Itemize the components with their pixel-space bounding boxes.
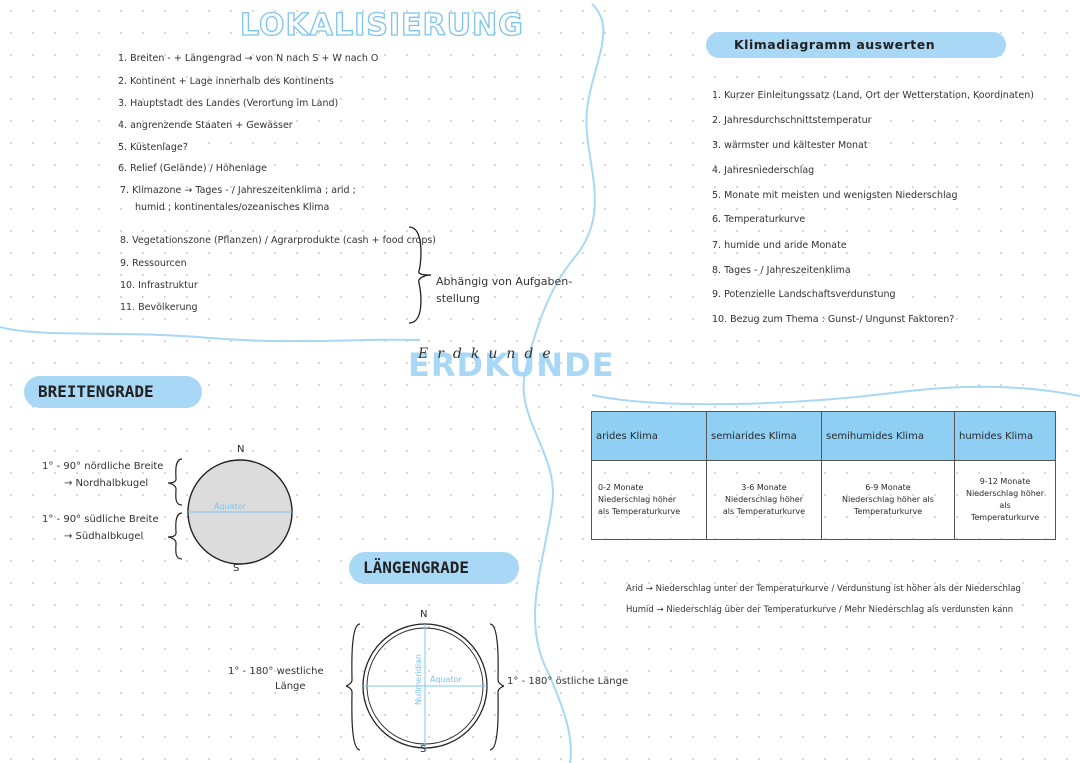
globe-latitude-icon — [187, 459, 293, 565]
klima-cell-arid-line1: 0-2 Monate — [598, 483, 644, 492]
lokalisierung-item-4: 4. angrenzende Staaten + Gewässer — [118, 120, 293, 131]
klima-item-2: 2. Jahresdurchschnittstemperatur — [712, 115, 872, 126]
klima-item-10: 10. Bezug zum Thema : Gunst-/ Ungunst Fa… — [712, 314, 955, 325]
breitengrade-title: BREITENGRADE — [38, 382, 154, 401]
center-script-word: Erdkunde — [418, 346, 560, 362]
klimadiagramm-title: Klimadiagramm auswerten — [734, 37, 936, 52]
klima-item-5: 5. Monate mit meisten und wenigsten Nied… — [712, 190, 958, 201]
lokalisierung-item-3: 3. Hauptstadt des Landes (Verortung im L… — [118, 98, 339, 109]
klima-cell-semiarid-line1: 3-6 Monate — [741, 483, 787, 492]
lokalisierung-item-2: 2. Kontinent + Lage innerhalb des Kontin… — [118, 76, 334, 87]
klima-cell-semiarid-line3: als Temperaturkurve — [722, 507, 806, 516]
klima-item-7: 7. humide und aride Monate — [712, 240, 847, 251]
lokalisierung-item-10: 10. Infrastruktur — [120, 280, 198, 291]
lokalisierung-item-9: 9. Ressourcen — [120, 258, 187, 269]
laengen-meridian-label: Nullmeridian — [414, 654, 423, 705]
laengengrade-title: LÄNGENGRADE — [363, 558, 469, 577]
brace-note-line1: Abhängig von Aufgaben- — [436, 275, 573, 288]
klima-cell-semihumid-line3: Temperaturkurve — [853, 507, 923, 516]
laengen-n-label: N — [420, 609, 428, 620]
laengen-east: 1° - 180° östliche Länge — [507, 676, 629, 687]
klima-item-8: 8. Tages - / Jahreszeitenklima — [712, 265, 851, 276]
laengen-west-line2: Länge — [275, 681, 306, 692]
breitengrade-title-pill: BREITENGRADE — [24, 376, 202, 408]
lokalisierung-item-6: 6. Relief (Gelände) / Höhenlage — [118, 163, 267, 174]
breiten-north-line1: 1° - 90° nördliche Breite — [42, 461, 164, 472]
klima-cell-arid-line3: als Temperaturkurve — [598, 507, 681, 516]
klima-cell-arid: 0-2 Monate Niederschlag höher als Temper… — [591, 460, 707, 540]
klima-table-row: 0-2 Monate Niederschlag höher als Temper… — [591, 460, 1056, 540]
klima-cell-semihumid-line2: Niederschlag höher als — [842, 495, 934, 504]
braces-icon — [168, 458, 183, 560]
klima-header-arid: arides Klima — [591, 411, 707, 461]
klima-item-6: 6. Temperaturkurve — [712, 214, 806, 225]
lokalisierung-item-7-cont: humid ; kontinentales/ozeanisches Klima — [135, 202, 330, 213]
definition-humid: Humid → Niederschlag über der Temperatur… — [626, 605, 1014, 615]
breiten-s-label: S — [233, 563, 240, 574]
klima-header-humid: humides Klima — [954, 411, 1056, 461]
center-title: ERDKUNDE — [408, 346, 615, 384]
klima-cell-semihumid-line1: 6-9 Monate — [865, 483, 911, 492]
klima-cell-semiarid: 3-6 Monate Niederschlag höher als Temper… — [706, 460, 822, 540]
lokalisierung-item-11: 11. Bevölkerung — [120, 302, 198, 313]
laengen-equator-label: Äquator — [430, 675, 462, 684]
klima-cell-humid-line1: 9-12 Monate — [979, 477, 1031, 486]
klima-cell-arid-line2: Niederschlag höher — [598, 495, 677, 504]
laengen-s-label: S — [420, 744, 427, 755]
klima-header-semihumid: semihumides Klima — [821, 411, 955, 461]
klima-cell-humid-line2: Niederschlag höher als — [965, 489, 1045, 510]
brace-note-line2: stellung — [436, 292, 480, 305]
klima-item-4: 4. Jahresniederschlag — [712, 165, 815, 176]
curly-brace-icon — [408, 226, 432, 324]
klima-table-header-row: arides Klima semiarides Klima semihumide… — [591, 411, 1056, 461]
lokalisierung-title: LOKALISIERUNG — [239, 7, 524, 43]
lokalisierung-item-1: 1. Breiten - + Längengrad → von N nach S… — [118, 53, 379, 64]
definition-arid: Arid → Niederschlag unter der Temperatur… — [626, 584, 1021, 594]
klima-cell-humid: 9-12 Monate Niederschlag höher als Tempe… — [954, 460, 1056, 540]
laengen-west-line1: 1° - 180° westliche — [228, 666, 324, 677]
klima-item-3: 3. wärmster und kältester Monat — [712, 140, 868, 151]
klimadiagramm-title-highlight: Klimadiagramm auswerten — [706, 32, 1006, 58]
klima-cell-humid-line3: Temperaturkurve — [970, 513, 1040, 522]
klima-table: arides Klima semiarides Klima semihumide… — [591, 411, 1056, 540]
breiten-equator-label: Äquator — [214, 502, 246, 511]
lokalisierung-item-5: 5. Küstenlage? — [118, 142, 188, 153]
klima-header-semiarid: semiarides Klima — [706, 411, 822, 461]
lokalisierung-item-7: 7. Klimazone → Tages - / Jahreszeitenkli… — [120, 185, 356, 196]
breiten-south-line2: → Südhalbkugel — [64, 531, 144, 542]
laengengrade-title-pill: LÄNGENGRADE — [349, 552, 519, 584]
klima-item-9: 9. Potenzielle Landschaftsverdunstung — [712, 289, 896, 300]
klima-cell-semiarid-line2: Niederschlag höher — [724, 495, 804, 504]
breiten-south-line1: 1° - 90° südliche Breite — [42, 514, 159, 525]
klima-item-1: 1. Kurzer Einleitungssatz (Land, Ort der… — [712, 90, 1034, 101]
breiten-north-line2: → Nordhalbkugel — [64, 478, 149, 489]
globe-longitude-icon — [346, 623, 504, 751]
breiten-n-label: N — [237, 444, 245, 455]
lokalisierung-item-8: 8. Vegetationszone (Pflanzen) / Agrarpro… — [120, 235, 437, 246]
klima-cell-semihumid: 6-9 Monate Niederschlag höher als Temper… — [821, 460, 955, 540]
